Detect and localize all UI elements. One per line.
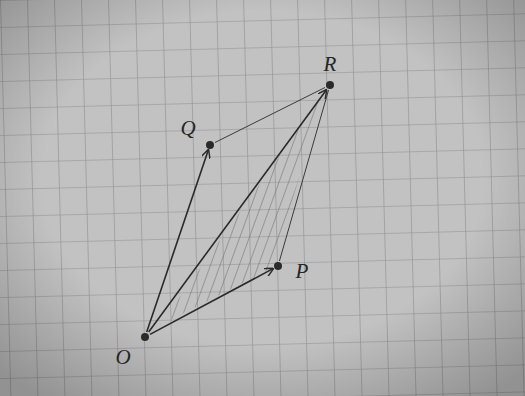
vector-point: P [273, 261, 283, 271]
vector-point: R [325, 80, 335, 90]
joining-line [279, 90, 328, 261]
joining-line [215, 88, 325, 143]
vector-point: Q [205, 140, 215, 150]
point-dot [326, 81, 334, 89]
point-label: R [324, 54, 337, 75]
vector-arrow [149, 90, 327, 332]
vector-arrow [150, 269, 273, 335]
vector-point: O [140, 332, 150, 342]
vector-arrow [147, 150, 209, 332]
point-dot [141, 333, 149, 341]
point-dot [274, 262, 282, 270]
point-label: O [115, 347, 130, 368]
point-label: P [296, 261, 309, 282]
point-label: Q [180, 118, 195, 139]
point-dot [206, 141, 214, 149]
